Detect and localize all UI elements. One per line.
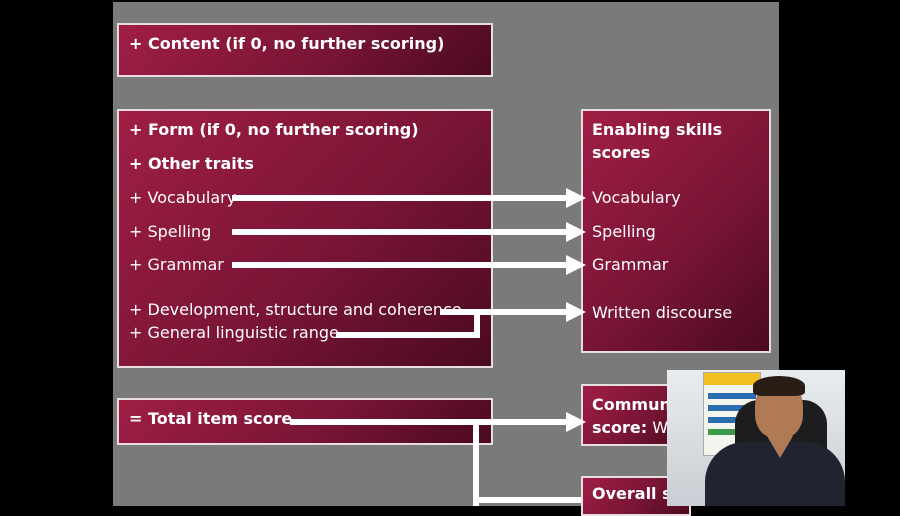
arrow-written-discourse-head xyxy=(566,302,586,322)
poster-stripe xyxy=(708,405,756,411)
content-label: + Content (if 0, no further scoring) xyxy=(129,34,445,53)
total-item-score-label: = Total item score xyxy=(129,409,293,428)
trait-linguistic-range: + General linguistic range xyxy=(129,323,339,342)
communicative-line1: Communi xyxy=(592,395,677,414)
connector-total-down xyxy=(473,419,479,506)
arrow-spelling-shaft xyxy=(232,229,568,235)
enabling-title-line2: scores xyxy=(592,143,651,162)
connector-development xyxy=(440,309,568,315)
poster-header xyxy=(704,373,760,385)
poster-stripe xyxy=(708,393,756,399)
skill-spelling: Spelling xyxy=(592,222,656,241)
content-box xyxy=(117,23,493,77)
connector-overall xyxy=(473,497,581,503)
connector-range-vertical xyxy=(474,309,480,338)
arrow-vocabulary-shaft xyxy=(232,195,568,201)
trait-vocabulary: + Vocabulary xyxy=(129,188,237,207)
overall-score-label: Overall sc xyxy=(592,484,682,503)
arrow-total-head xyxy=(566,412,586,432)
poster-stripe xyxy=(708,429,756,435)
presenter-body xyxy=(705,442,845,506)
connector-range-horizontal xyxy=(336,332,480,338)
enabling-title-line1: Enabling skills xyxy=(592,120,723,139)
skill-written-discourse: Written discourse xyxy=(592,303,733,322)
enabling-skills-box xyxy=(581,109,771,353)
skill-vocabulary: Vocabulary xyxy=(592,188,681,207)
arrow-grammar-head xyxy=(566,255,586,275)
arrow-spelling-head xyxy=(566,222,586,242)
trait-grammar: + Grammar xyxy=(129,255,224,274)
webcam-overlay xyxy=(667,370,845,506)
form-box xyxy=(117,109,493,368)
form-label: + Form (if 0, no further scoring) xyxy=(129,120,419,139)
trait-spelling: + Spelling xyxy=(129,222,212,241)
skill-grammar: Grammar xyxy=(592,255,669,274)
presenter-hair xyxy=(753,376,805,396)
arrow-total-shaft xyxy=(290,419,568,425)
other-traits-label: + Other traits xyxy=(129,154,254,173)
poster-stripe xyxy=(708,417,756,423)
trait-development: + Development, structure and coherence xyxy=(129,300,462,319)
arrow-grammar-shaft xyxy=(232,262,568,268)
arrow-vocabulary-head xyxy=(566,188,586,208)
